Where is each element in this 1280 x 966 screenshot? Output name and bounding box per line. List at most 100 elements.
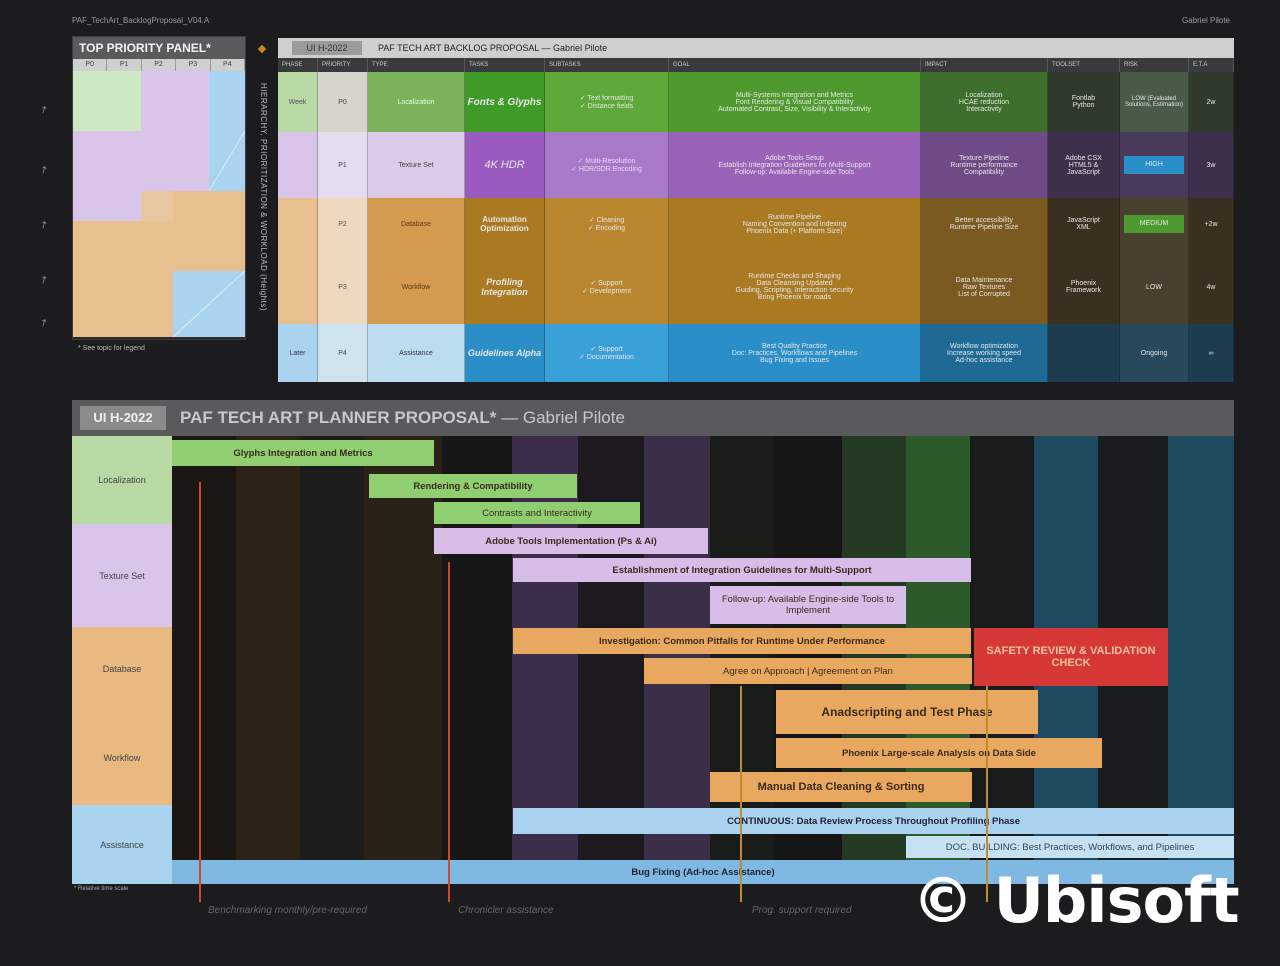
- type-cell: Database: [368, 198, 465, 250]
- toolset-item: XML: [1076, 224, 1091, 231]
- table-row[interactable]: P2 Database Automation Optimization ✓ Cl…: [278, 198, 1234, 250]
- phase-cell: [278, 250, 318, 324]
- file-name: PAF_TechArt_BacklogProposal_V04.A: [72, 16, 210, 25]
- type-cell: Workflow: [368, 250, 465, 324]
- impact-item: HCAE reduction: [958, 98, 1010, 106]
- backlog-columns: PHASE PRIORITY TYPE TASKS SUBTASKS GOAL …: [278, 58, 1234, 72]
- toolset-item: HTML5 &: [1068, 161, 1099, 169]
- impact-cell: Localization HCAE reduction Interactivit…: [921, 72, 1048, 132]
- table-row[interactable]: Week P0 Localization Fonts & Glyphs ✓ Te…: [278, 72, 1234, 132]
- impact-item: Raw Textures: [962, 283, 1006, 291]
- gantt-bar[interactable]: Contrasts and Interactivity: [434, 502, 640, 524]
- toolset-item: Phoenix: [1070, 280, 1097, 287]
- hierarchy-side-label: HIERARCHY, PRIORITIZATION & WORKLOAD (He…: [259, 82, 268, 312]
- table-row[interactable]: Later P4 Assistance Guidelines Alpha ✓ S…: [278, 324, 1234, 382]
- column-header: TOOLSET: [1048, 58, 1120, 72]
- column-header: IMPACT: [921, 58, 1048, 72]
- gantt-bar[interactable]: Adobe Tools Implementation (Ps & Ai): [434, 528, 708, 554]
- lane-assistance: Assistance: [72, 805, 172, 884]
- goal-item: Multi-Systems Integration and Metrics: [735, 91, 854, 99]
- column-header: TASKS: [465, 58, 545, 72]
- priority-cell: P4: [318, 324, 368, 382]
- goal-item: Bring Phoenix for roads: [757, 294, 832, 301]
- impact-cell: Texture Pipeline Runtime performance Com…: [921, 132, 1048, 198]
- toolset-item: JavaScript: [1067, 217, 1100, 224]
- toolset-item: Python: [1072, 102, 1095, 109]
- subtasks-cell: ✓ Text formatting ✓ Distance fields: [545, 72, 669, 132]
- goal-item: Doc: Practices, Workflows and Pipelines: [731, 349, 858, 357]
- phase-cell: [278, 198, 318, 250]
- subtasks-cell: ✓ Multi-Resolution ✓ HDR/SDR Encoding: [545, 132, 669, 198]
- eta-cell: 4w: [1189, 250, 1234, 324]
- safety-review-badge[interactable]: SAFETY REVIEW & VALIDATION CHECK: [974, 628, 1168, 686]
- milestone-line: [199, 482, 201, 902]
- gantt-bar[interactable]: Investigation: Common Pitfalls for Runti…: [513, 628, 971, 654]
- gantt-bar[interactable]: Glyphs Integration and Metrics: [172, 440, 434, 466]
- backlog-title: PAF TECH ART BACKLOG PROPOSAL — Gabriel …: [378, 43, 608, 53]
- ubisoft-watermark: © Ubisoft: [912, 864, 1240, 937]
- goal-cell: Runtime Pipeline Naming Convention and I…: [669, 198, 921, 250]
- priority-column: P3: [176, 59, 211, 71]
- gantt-bar[interactable]: Establishment of Integration Guidelines …: [513, 558, 971, 582]
- gantt-bar[interactable]: Agree on Approach | Agreement on Plan: [644, 658, 972, 684]
- subtask: ✓ Cleaning: [588, 217, 625, 224]
- milestone-line: [448, 562, 450, 902]
- eta-cell: 2w: [1189, 72, 1234, 132]
- goal-item: Bug Fixing and Issues: [760, 356, 829, 364]
- subtask: ✓ Distance fields: [579, 103, 634, 110]
- priority-column: P2: [141, 59, 177, 71]
- subtask: ✓ Development: [581, 288, 632, 295]
- goal-item: Best Quality Practice: [762, 342, 827, 350]
- toolset-item: Fontlab: [1071, 95, 1096, 102]
- impact-item: Interactivity: [966, 105, 1002, 113]
- toolset-cell: JavaScript XML: [1048, 198, 1120, 250]
- impact-item: Localization: [965, 91, 1003, 99]
- gantt-bar[interactable]: Anadscripting and Test Phase: [776, 690, 1038, 734]
- backlog-table: UI H-2022 PAF TECH ART BACKLOG PROPOSAL …: [278, 38, 1234, 382]
- gantt-bar[interactable]: Follow-up: Available Engine-side Tools t…: [710, 586, 906, 624]
- table-row[interactable]: P1 Texture Set 4K HDR ✓ Multi-Resolution…: [278, 132, 1234, 198]
- impact-item: Compatibility: [963, 168, 1005, 176]
- risk-badge: MEDIUM: [1124, 215, 1184, 233]
- priority-column: P4: [210, 59, 246, 71]
- gantt-bar[interactable]: Rendering & Compatibility: [369, 474, 577, 498]
- gantt-bar[interactable]: Manual Data Cleaning & Sorting: [710, 772, 972, 802]
- goal-item: Font Rendering & Visual Compatibility: [735, 98, 854, 106]
- task-cell: Fonts & Glyphs: [465, 72, 545, 132]
- gantt-bar[interactable]: Phoenix Large-scale Analysis on Data Sid…: [776, 738, 1102, 768]
- gantt-bar[interactable]: Bug Fixing (Ad-hoc Assistance): [172, 860, 1234, 884]
- subtask: ✓ HDR/SDR Encoding: [571, 166, 642, 173]
- author-top-right: Gabriel Pilote: [1181, 16, 1230, 25]
- subtask: ✓ Support: [590, 346, 623, 353]
- risk-cell: MEDIUM: [1120, 198, 1189, 250]
- subtask: ✓ Text formatting: [579, 95, 634, 102]
- subtask: ✓ Multi-Resolution: [577, 158, 636, 165]
- toolset-cell: Fontlab Python: [1048, 72, 1120, 132]
- type-cell: Assistance: [368, 324, 465, 382]
- impact-cell: Better accessibility Runtime Pipeline Si…: [921, 198, 1048, 250]
- impact-cell: Workflow optimization Increase working s…: [921, 324, 1048, 382]
- gantt-bar[interactable]: DOC. BUILDING: Best Practices, Workflows…: [906, 836, 1234, 858]
- toolset-item: Adobe CSX: [1065, 154, 1102, 162]
- priority-heatmap: [73, 71, 245, 337]
- priority-column: P1: [107, 59, 142, 71]
- column-header: E.T.A: [1189, 58, 1234, 72]
- goal-cell: Best Quality Practice Doc: Practices, Wo…: [669, 324, 921, 382]
- phase-cell: Week: [278, 72, 318, 132]
- column-header: PRIORITY: [318, 58, 368, 72]
- lane-database: Database: [72, 627, 172, 710]
- type-cell: Localization: [368, 72, 465, 132]
- table-row[interactable]: P3 Workflow Profiling Integration ✓ Supp…: [278, 250, 1234, 324]
- backlog-header: UI H-2022 PAF TECH ART BACKLOG PROPOSAL …: [278, 38, 1234, 58]
- goal-item: Phoenix Data (+ Platform Size): [746, 227, 843, 235]
- lane-workflow: Workflow: [72, 710, 172, 805]
- gantt-bar[interactable]: CONTINUOUS: Data Review Process Througho…: [513, 808, 1234, 834]
- planner-note: * Relative time scale: [74, 886, 129, 892]
- footer-label: Prog. support required: [752, 905, 852, 916]
- task-cell: 4K HDR: [465, 132, 545, 198]
- planner-header: UI H-2022 PAF TECH ART PLANNER PROPOSAL*…: [72, 400, 1234, 436]
- planner-code: UI H-2022: [80, 406, 166, 430]
- milestone-line: [740, 686, 742, 902]
- planner-gantt: UI H-2022 PAF TECH ART PLANNER PROPOSAL*…: [72, 400, 1234, 902]
- impact-item: Better accessibility: [955, 217, 1013, 224]
